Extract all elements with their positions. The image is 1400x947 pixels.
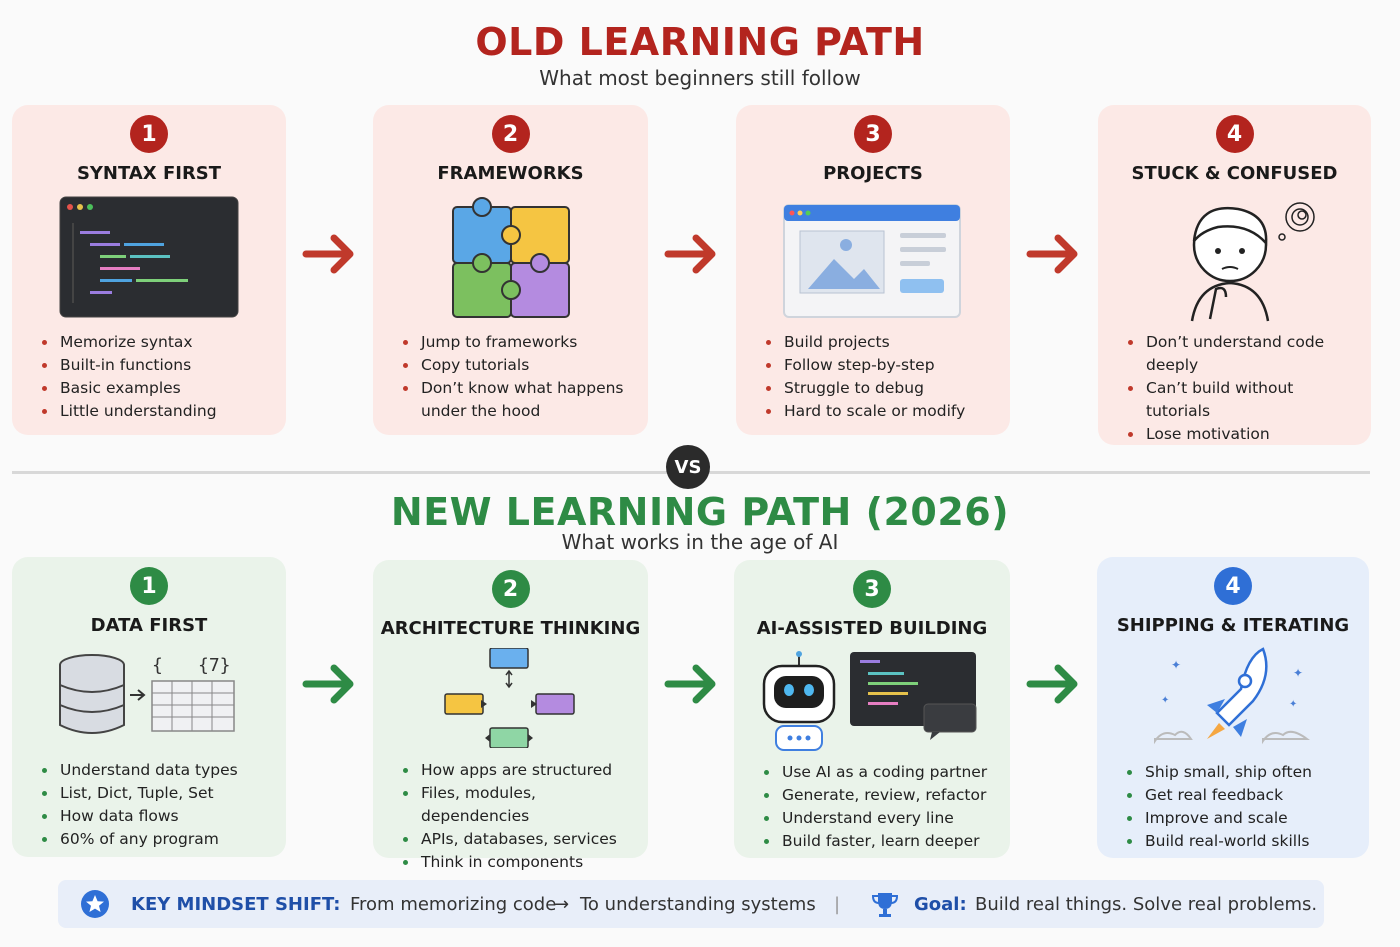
old-card-3: 3 PROJECTS Build projects Follow step-by… <box>736 105 1010 435</box>
robot-icon <box>734 648 1010 758</box>
list-item: Built-in functions <box>34 354 276 377</box>
mindset-label: KEY MINDSET SHIFT: <box>131 894 341 915</box>
rocket-icon: ✦ ✦ ✦ ✦ <box>1097 645 1369 755</box>
list-item: Files, modules, dependencies <box>395 782 638 828</box>
confused-person-icon <box>1098 193 1371 323</box>
list-item: Copy tutorials <box>395 354 638 377</box>
card-title: FRAMEWORKS <box>437 163 584 184</box>
list-item: List, Dict, Tuple, Set <box>34 782 276 805</box>
svg-text:✦: ✦ <box>1289 699 1297 710</box>
list-item: Memorize syntax <box>34 331 276 354</box>
new-path-subtitle: What works in the age of AI <box>561 530 839 554</box>
code-editor-icon <box>12 193 286 323</box>
card-title: PROJECTS <box>823 163 923 184</box>
browser-window-icon <box>736 193 1010 323</box>
step-number: 2 <box>491 570 530 608</box>
svg-text:✦: ✦ <box>1293 666 1303 680</box>
card-title: AI-ASSISTED BUILDING <box>756 618 988 639</box>
step-number: 4 <box>1214 567 1252 605</box>
goal-label: Goal: <box>914 894 967 915</box>
svg-text:{7}: {7} <box>198 655 231 676</box>
card-title: DATA FIRST <box>90 615 208 636</box>
svg-text:{: { <box>152 655 163 676</box>
puzzle-icon <box>373 193 648 323</box>
mindset-arrow: → <box>554 894 570 915</box>
mindset-footer: KEY MINDSET SHIFT: From memorizing code … <box>58 880 1324 928</box>
card-title: STUCK & CONFUSED <box>1131 163 1338 184</box>
list-item: Follow step-by-step <box>758 354 1000 377</box>
new-card-2: 2 ARCHITECTURE THINKING How apps are str… <box>373 560 648 871</box>
list-item: Use AI as a coding partner <box>756 761 1000 784</box>
arrow-right-icon <box>1024 662 1084 710</box>
list-item: Build projects <box>758 331 1000 354</box>
list-item: Lose motivation <box>1120 423 1361 446</box>
list-item: Understand data types <box>34 759 276 782</box>
step-number: 4 <box>1215 115 1254 153</box>
step-number: 3 <box>854 115 892 153</box>
mindset-to: To understanding systems <box>580 894 816 915</box>
list-item: Understand every line <box>756 807 1000 830</box>
arrow-right-icon <box>300 232 360 280</box>
list-item: Basic examples <box>34 377 276 400</box>
star-badge-icon <box>80 889 110 924</box>
card-title: SHIPPING & ITERATING <box>1116 615 1350 636</box>
step-number: 3 <box>853 570 891 608</box>
old-card-4: 4 STUCK & CONFUSED Don’t understand code… <box>1098 105 1371 445</box>
svg-text:✦: ✦ <box>1161 695 1169 706</box>
list-item: Improve and scale <box>1119 807 1359 830</box>
svg-text:✦: ✦ <box>1171 658 1181 672</box>
list-item: Can’t build without tutorials <box>1120 377 1361 423</box>
old-path-title: OLD LEARNING PATH <box>475 20 925 64</box>
mindset-from: From memorizing code <box>350 894 557 915</box>
goal-text: Build real things. Solve real problems. <box>975 894 1318 915</box>
step-number: 1 <box>130 115 168 153</box>
list-item: Jump to frameworks <box>395 331 638 354</box>
list-item: Ship small, ship often <box>1119 761 1359 784</box>
list-item: Little understanding <box>34 400 276 423</box>
new-card-3: 3 AI-ASSISTED BUILDING Use AI as a codin… <box>734 560 1010 858</box>
list-item: Hard to scale or modify <box>758 400 1000 423</box>
list-item: 60% of any program <box>34 828 276 851</box>
arrow-right-icon <box>662 232 722 280</box>
card-title: ARCHITECTURE THINKING <box>380 618 641 639</box>
list-item: Don’t know what happens under the hood <box>395 377 638 423</box>
list-item: Build real-world skills <box>1119 830 1359 853</box>
trophy-icon <box>870 889 900 924</box>
list-item: Struggle to debug <box>758 377 1000 400</box>
architecture-diagram-icon <box>373 647 648 749</box>
old-card-1: 1 SYNTAX FIRST Memorize syntax Built-in … <box>12 105 286 435</box>
new-card-4: 4 SHIPPING & ITERATING ✦ ✦ ✦ ✦ Ship smal… <box>1097 557 1369 858</box>
arrow-right-icon <box>1024 232 1084 280</box>
vs-badge: VS <box>666 445 710 489</box>
new-path-title: NEW LEARNING PATH (2026) <box>390 490 1010 534</box>
list-item: APIs, databases, services <box>395 828 638 851</box>
list-item: Think in components <box>395 851 638 874</box>
list-item: Generate, review, refactor <box>756 784 1000 807</box>
list-item: Get real feedback <box>1119 784 1359 807</box>
old-card-2: 2 FRAMEWORKS Jump to frameworks Copy tut… <box>373 105 648 435</box>
arrow-right-icon <box>300 662 360 710</box>
step-number: 2 <box>491 115 530 153</box>
card-title: SYNTAX FIRST <box>76 163 222 184</box>
step-number: 1 <box>130 567 168 605</box>
list-item: Don’t understand code deeply <box>1120 331 1361 377</box>
list-item: Build faster, learn deeper <box>756 830 1000 853</box>
database-icon: { {7} <box>12 645 286 745</box>
arrow-right-icon <box>662 662 722 710</box>
old-path-subtitle: What most beginners still follow <box>539 66 861 90</box>
list-item: How apps are structured <box>395 759 638 782</box>
new-card-1: 1 DATA FIRST { {7} Understand data types… <box>12 557 286 857</box>
footer-separator: | <box>834 894 841 915</box>
list-item: How data flows <box>34 805 276 828</box>
